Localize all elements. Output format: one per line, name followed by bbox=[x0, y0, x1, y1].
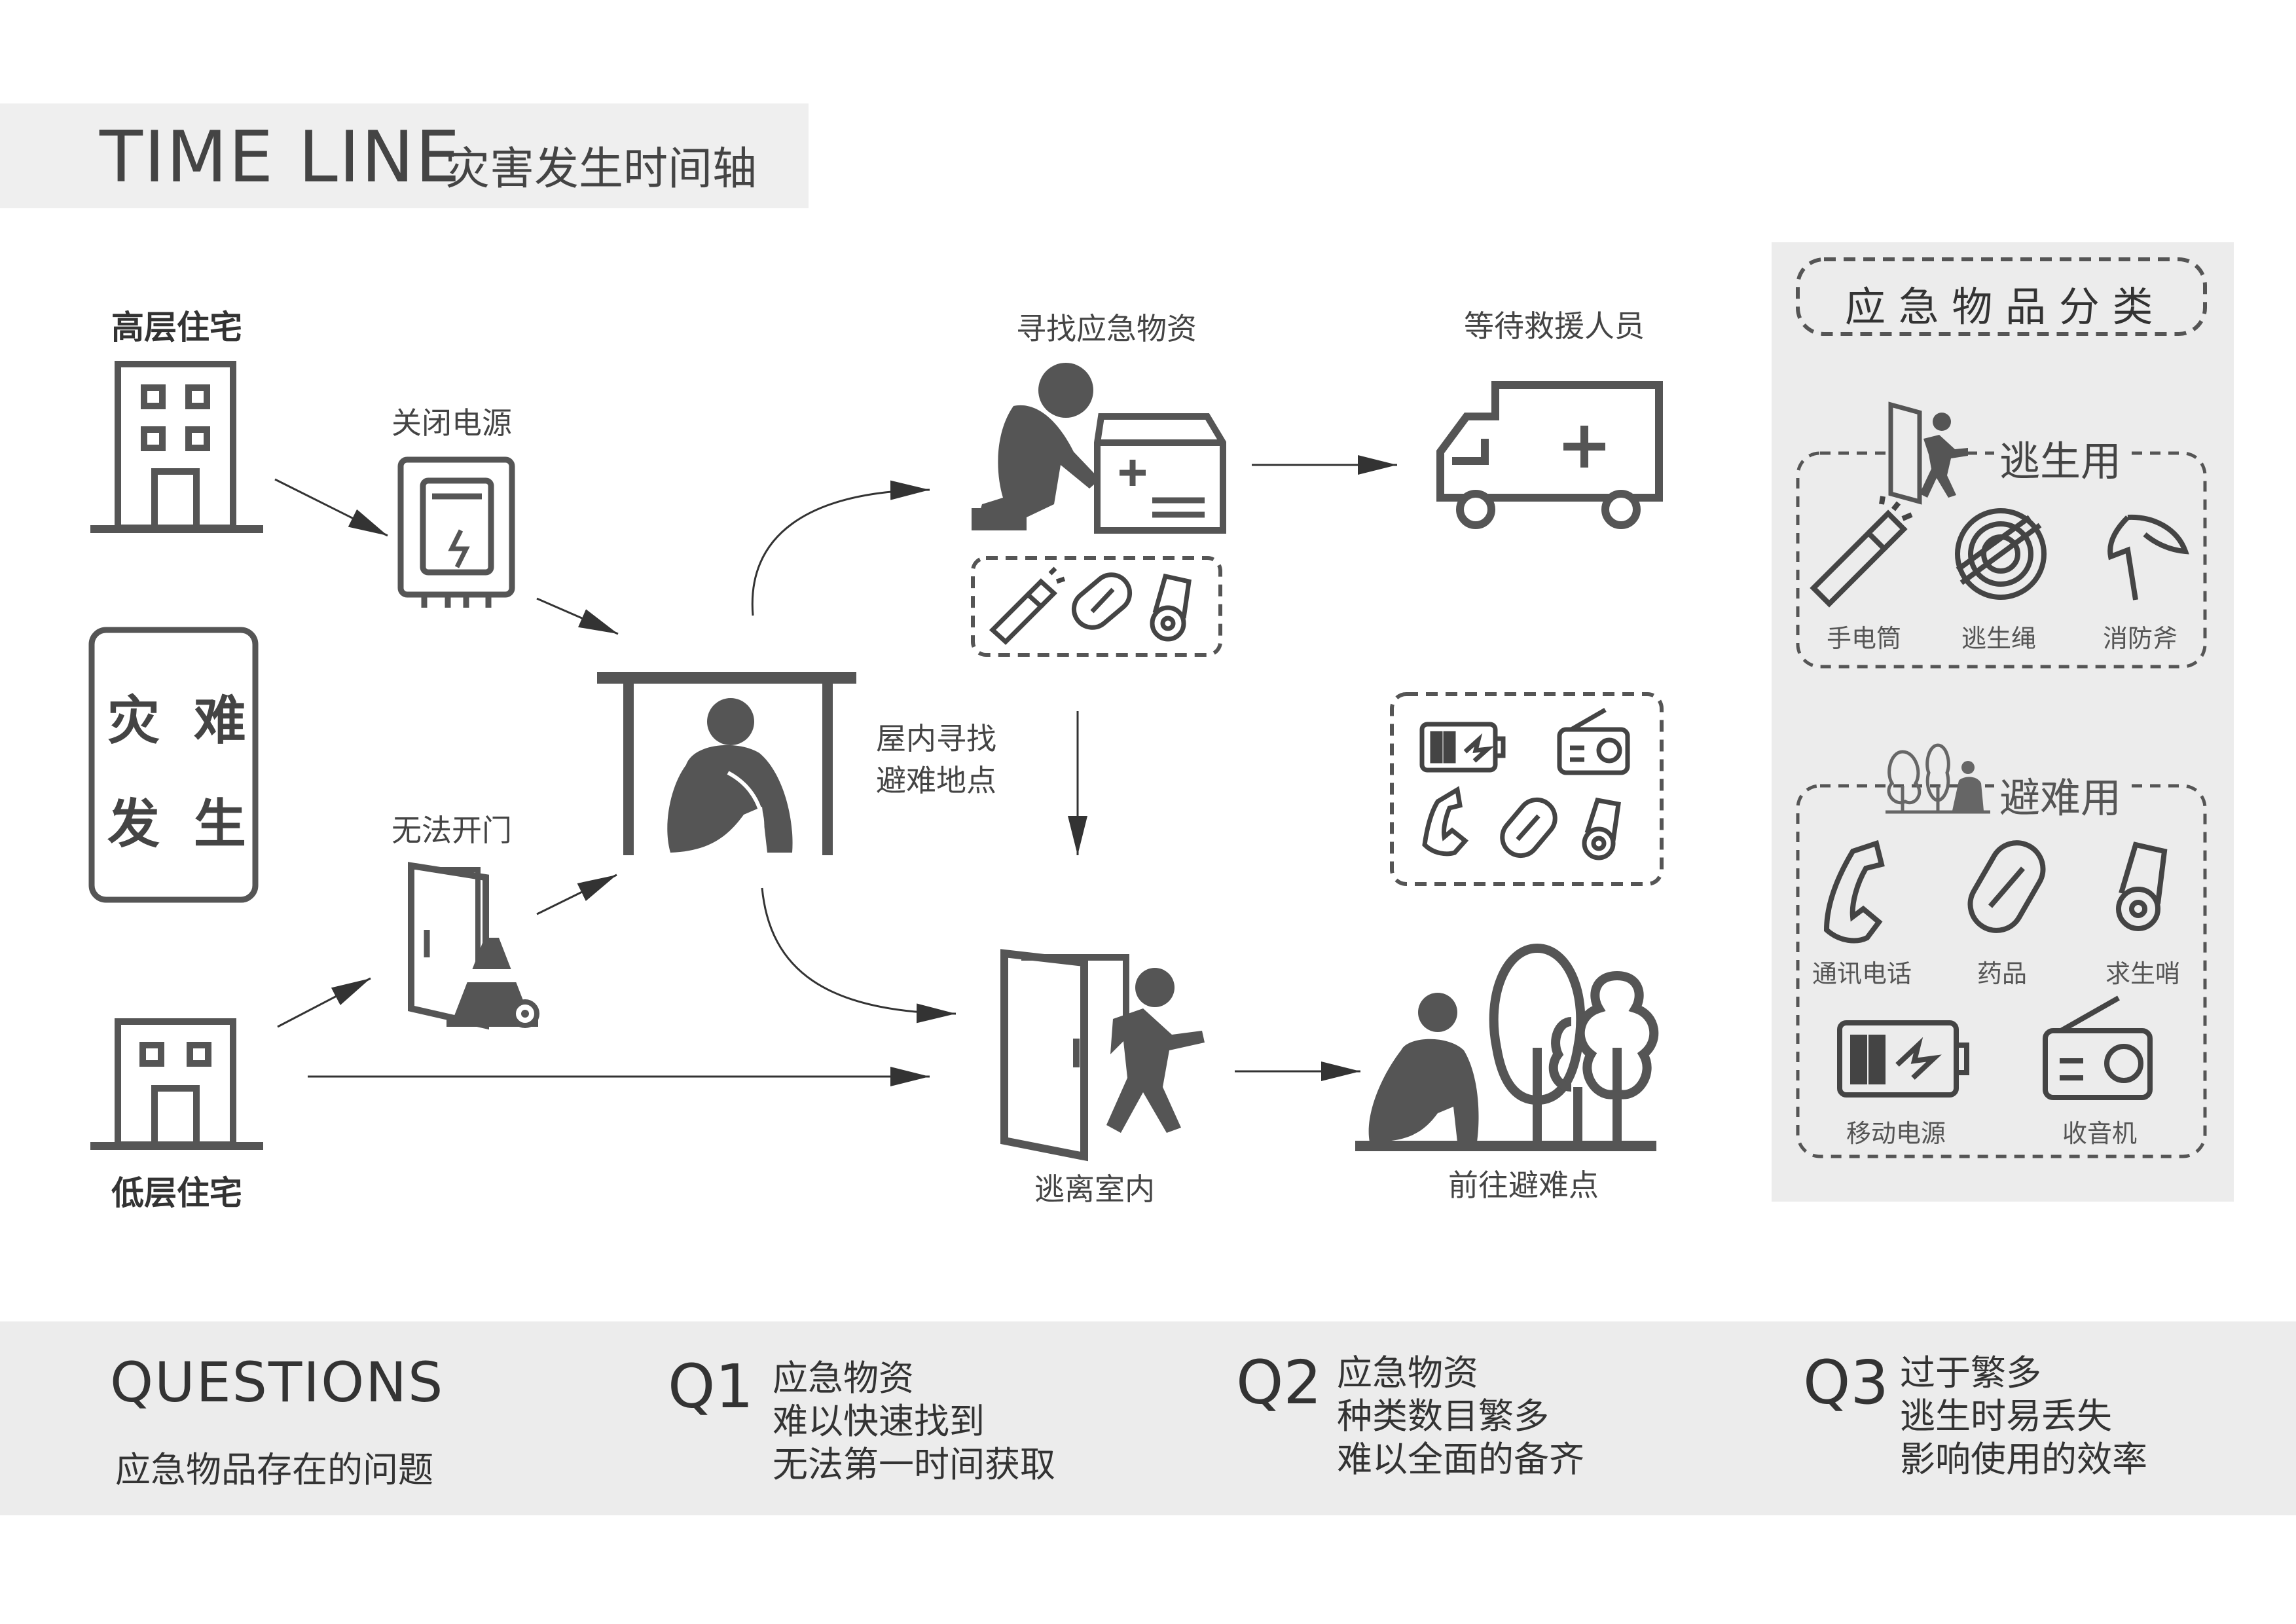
kit-items-top bbox=[989, 566, 1192, 645]
whistle-icon bbox=[1150, 573, 1192, 642]
item-radio: 收音机 bbox=[2062, 1119, 2138, 1148]
ambulance-icon bbox=[1436, 381, 1663, 529]
refuge-group-frame bbox=[1796, 784, 2207, 1158]
power-bank-icon bbox=[1419, 722, 1506, 773]
axe-icon bbox=[2107, 514, 2189, 600]
refuge-tools bbox=[1823, 840, 2168, 1100]
power-box-icon bbox=[397, 456, 515, 608]
q2-line-1: 应急物资 bbox=[1337, 1352, 1478, 1393]
category-title: 应 急 物 品 分 类 bbox=[1845, 283, 2153, 331]
find-supplies-label: 寻找应急物资 bbox=[1016, 311, 1197, 346]
disaster-text-2: 发 生 bbox=[107, 794, 254, 855]
flashlight-icon bbox=[989, 566, 1066, 645]
wait-rescue-label: 等待救援人员 bbox=[1464, 308, 1645, 344]
page-subtitle: 灾害发生时间轴 bbox=[445, 143, 757, 195]
kit-box-top bbox=[971, 556, 1222, 657]
door-fail-label: 无法开门 bbox=[392, 813, 512, 848]
power-off-label: 关闭电源 bbox=[392, 405, 512, 441]
escape-tools bbox=[1810, 496, 2189, 608]
arrow-door-to-shelter bbox=[536, 874, 617, 915]
item-rope: 逃生绳 bbox=[1961, 624, 2037, 653]
whistle-large-icon bbox=[2116, 841, 2168, 931]
q2-line-2: 种类数目繁多 bbox=[1337, 1395, 1549, 1437]
low-building-icon bbox=[90, 1018, 263, 1150]
phone-icon bbox=[1422, 786, 1469, 857]
escape-label: 逃离室内 bbox=[1034, 1172, 1155, 1207]
item-phone: 通讯电话 bbox=[1812, 959, 1912, 988]
arrow-power-to-shelter bbox=[536, 597, 619, 635]
blocked-door-icon bbox=[408, 862, 539, 1030]
q3-label: Q3 bbox=[1803, 1348, 1889, 1418]
whistle-icon-2 bbox=[1582, 797, 1621, 860]
pill-icon-2 bbox=[1500, 797, 1558, 858]
radio-icon bbox=[1557, 707, 1630, 775]
q1-line-1: 应急物资 bbox=[773, 1357, 914, 1399]
table-shelter-icon bbox=[597, 672, 856, 855]
low-building-label: 低层住宅 bbox=[111, 1174, 242, 1212]
escape-person-icon bbox=[1886, 401, 1968, 505]
q1-text: 应急物资 难以快速找到 无法第一时间获取 bbox=[773, 1357, 1055, 1486]
q3-line-2: 逃生时易丢失 bbox=[1900, 1395, 2112, 1437]
escape-group-frame bbox=[1796, 451, 2207, 669]
item-flashlight: 手电筒 bbox=[1827, 624, 1902, 653]
refuge-point-icon bbox=[1355, 943, 1659, 1151]
shelter-label: 屋内寻找 避难地点 bbox=[876, 721, 996, 798]
q1-label: Q1 bbox=[668, 1352, 754, 1422]
q2-text: 应急物资 种类数目繁多 难以全面的备齐 bbox=[1337, 1352, 1584, 1481]
refuge-heading-icon bbox=[1886, 743, 1990, 814]
disaster-box bbox=[88, 627, 259, 903]
q2-label: Q2 bbox=[1236, 1348, 1322, 1418]
questions-subtitle: 应急物品存在的问题 bbox=[115, 1449, 433, 1490]
radio-large-icon bbox=[2043, 995, 2153, 1100]
questions-title: QUESTIONS bbox=[110, 1350, 445, 1414]
escape-heading: 逃生用 bbox=[1994, 428, 2127, 487]
item-whistle: 求生哨 bbox=[2105, 959, 2181, 988]
escape-door-icon bbox=[1000, 949, 1205, 1162]
kit-items-right bbox=[1419, 707, 1630, 860]
kit-box-right bbox=[1390, 692, 1664, 886]
pill-icon bbox=[1071, 572, 1133, 630]
disaster-text-1: 灾 难 bbox=[107, 690, 254, 751]
arrows bbox=[274, 455, 1397, 1086]
questions-bar bbox=[0, 1321, 2296, 1515]
medicine-large-icon bbox=[1967, 840, 2046, 933]
q3-line-3: 影响使用的效率 bbox=[1900, 1439, 2147, 1480]
arrow-shelter-to-supplies bbox=[751, 480, 930, 616]
q3-line-1: 过于繁多 bbox=[1900, 1352, 2041, 1393]
rope-icon bbox=[1955, 508, 2047, 600]
refuge-heading: 避难用 bbox=[1994, 765, 2127, 824]
category-panel bbox=[1772, 242, 2234, 1202]
high-building-label: 高层住宅 bbox=[111, 308, 242, 346]
arrow-low-to-door bbox=[277, 977, 371, 1028]
power-bank-large-icon bbox=[1837, 1020, 1969, 1098]
header-bar bbox=[0, 103, 809, 208]
page-title: TIME LINE bbox=[100, 117, 462, 198]
item-medicine: 药品 bbox=[1977, 959, 2028, 988]
item-power-bank: 移动电源 bbox=[1846, 1119, 1946, 1148]
flashlight-large-icon bbox=[1810, 496, 1913, 608]
q3-text: 过于繁多 逃生时易丢失 影响使用的效率 bbox=[1900, 1352, 2147, 1481]
supplies-worker-icon bbox=[972, 363, 1226, 534]
phone-large-icon bbox=[1823, 840, 1885, 944]
item-axe: 消防斧 bbox=[2103, 624, 2178, 653]
high-building-icon bbox=[90, 361, 263, 533]
go-shelter-label: 前往避难点 bbox=[1448, 1168, 1599, 1203]
arrow-building-to-power bbox=[274, 478, 388, 537]
category-title-frame bbox=[1796, 257, 2207, 336]
q1-line-2: 难以快速找到 bbox=[773, 1401, 985, 1442]
arrow-shelter-to-escape bbox=[761, 887, 957, 1024]
q1-line-3: 无法第一时间获取 bbox=[773, 1444, 1055, 1485]
q2-line-3: 难以全面的备齐 bbox=[1337, 1439, 1584, 1480]
